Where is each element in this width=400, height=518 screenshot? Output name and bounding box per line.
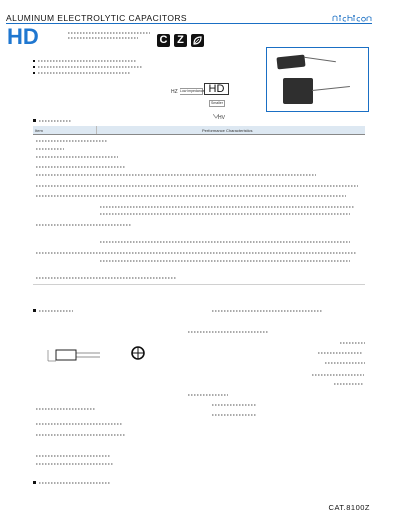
- c-badge-icon: C: [157, 34, 170, 47]
- table-header-item: Item: [35, 128, 43, 133]
- brand-logo: [332, 14, 372, 24]
- dimension-note: [340, 342, 365, 344]
- drawing-heading: [39, 310, 73, 312]
- feature-line: [38, 72, 130, 74]
- drawing-note: [212, 404, 256, 406]
- table-row: [36, 174, 316, 176]
- series-tagline-2: [68, 37, 138, 39]
- relation-center-series: HD: [204, 83, 229, 95]
- relation-smaller: Smaller: [209, 100, 225, 107]
- terminal-view-icon: [130, 345, 146, 366]
- table-row: [36, 140, 108, 142]
- feature-line: [38, 60, 136, 62]
- type-numbering-note: [36, 463, 114, 465]
- table-column-divider: [96, 126, 97, 134]
- table-row: [36, 277, 176, 279]
- drawing-note: [36, 434, 126, 436]
- table-row: [100, 213, 350, 215]
- table-bottom-rule: [33, 284, 365, 285]
- dimension-note: [318, 352, 362, 354]
- relation-low-impedance: Low impedance: [180, 88, 205, 95]
- series-tagline: [68, 32, 150, 34]
- type-numbering-section-marker: [33, 481, 36, 484]
- table-row: [36, 185, 358, 187]
- relation-arrow-icon: [212, 107, 220, 125]
- product-photo-frame: [266, 47, 369, 112]
- capacitor-lead: [304, 56, 336, 63]
- table-header-performance: Performance Characteristics: [202, 128, 253, 133]
- table-row: [36, 166, 126, 168]
- header-rule: [6, 23, 372, 24]
- table-row: [100, 241, 350, 243]
- table-row: [36, 252, 356, 254]
- dimension-note: [334, 383, 364, 385]
- table-row: [36, 148, 64, 150]
- catalog-code: CAT.8100Z: [328, 503, 370, 512]
- leaf-badge-icon: [191, 34, 204, 47]
- dimension-note: [325, 362, 365, 364]
- drawing-note: [188, 394, 228, 396]
- drawing-note: [36, 423, 122, 425]
- type-numbering-note: [36, 455, 110, 457]
- page-header-title: ALUMINUM ELECTROLYTIC CAPACITORS: [6, 13, 187, 23]
- drawing-note: [36, 408, 96, 410]
- dimension-note: [312, 374, 364, 376]
- drawing-note: [212, 414, 256, 416]
- feature-line: [38, 66, 142, 68]
- table-row: [100, 206, 355, 208]
- table-row: [36, 195, 346, 197]
- relation-bottom-series: HV: [218, 115, 225, 121]
- table-row: [36, 156, 118, 158]
- capacitor-image: [283, 78, 313, 104]
- dimension-drawing-icon: [46, 343, 106, 372]
- capacitor-lead: [312, 86, 350, 91]
- table-row: [36, 224, 132, 226]
- table-row: [100, 260, 350, 262]
- feature-bullet: [33, 66, 35, 68]
- z-badge-icon: Z: [174, 34, 187, 47]
- capacitor-image: [276, 54, 306, 70]
- specifications-heading: [39, 120, 71, 122]
- drawing-section-marker: [33, 309, 36, 312]
- relation-left-series: HZ: [171, 89, 178, 95]
- specifications-table-header: [33, 126, 365, 135]
- series-name: HD: [7, 24, 39, 49]
- drawing-subheading: [212, 310, 322, 312]
- type-numbering-heading: [39, 482, 111, 484]
- feature-bullet: [33, 60, 35, 62]
- drawing-note: [188, 331, 268, 333]
- specifications-section-marker: [33, 119, 36, 122]
- feature-bullet: [33, 72, 35, 74]
